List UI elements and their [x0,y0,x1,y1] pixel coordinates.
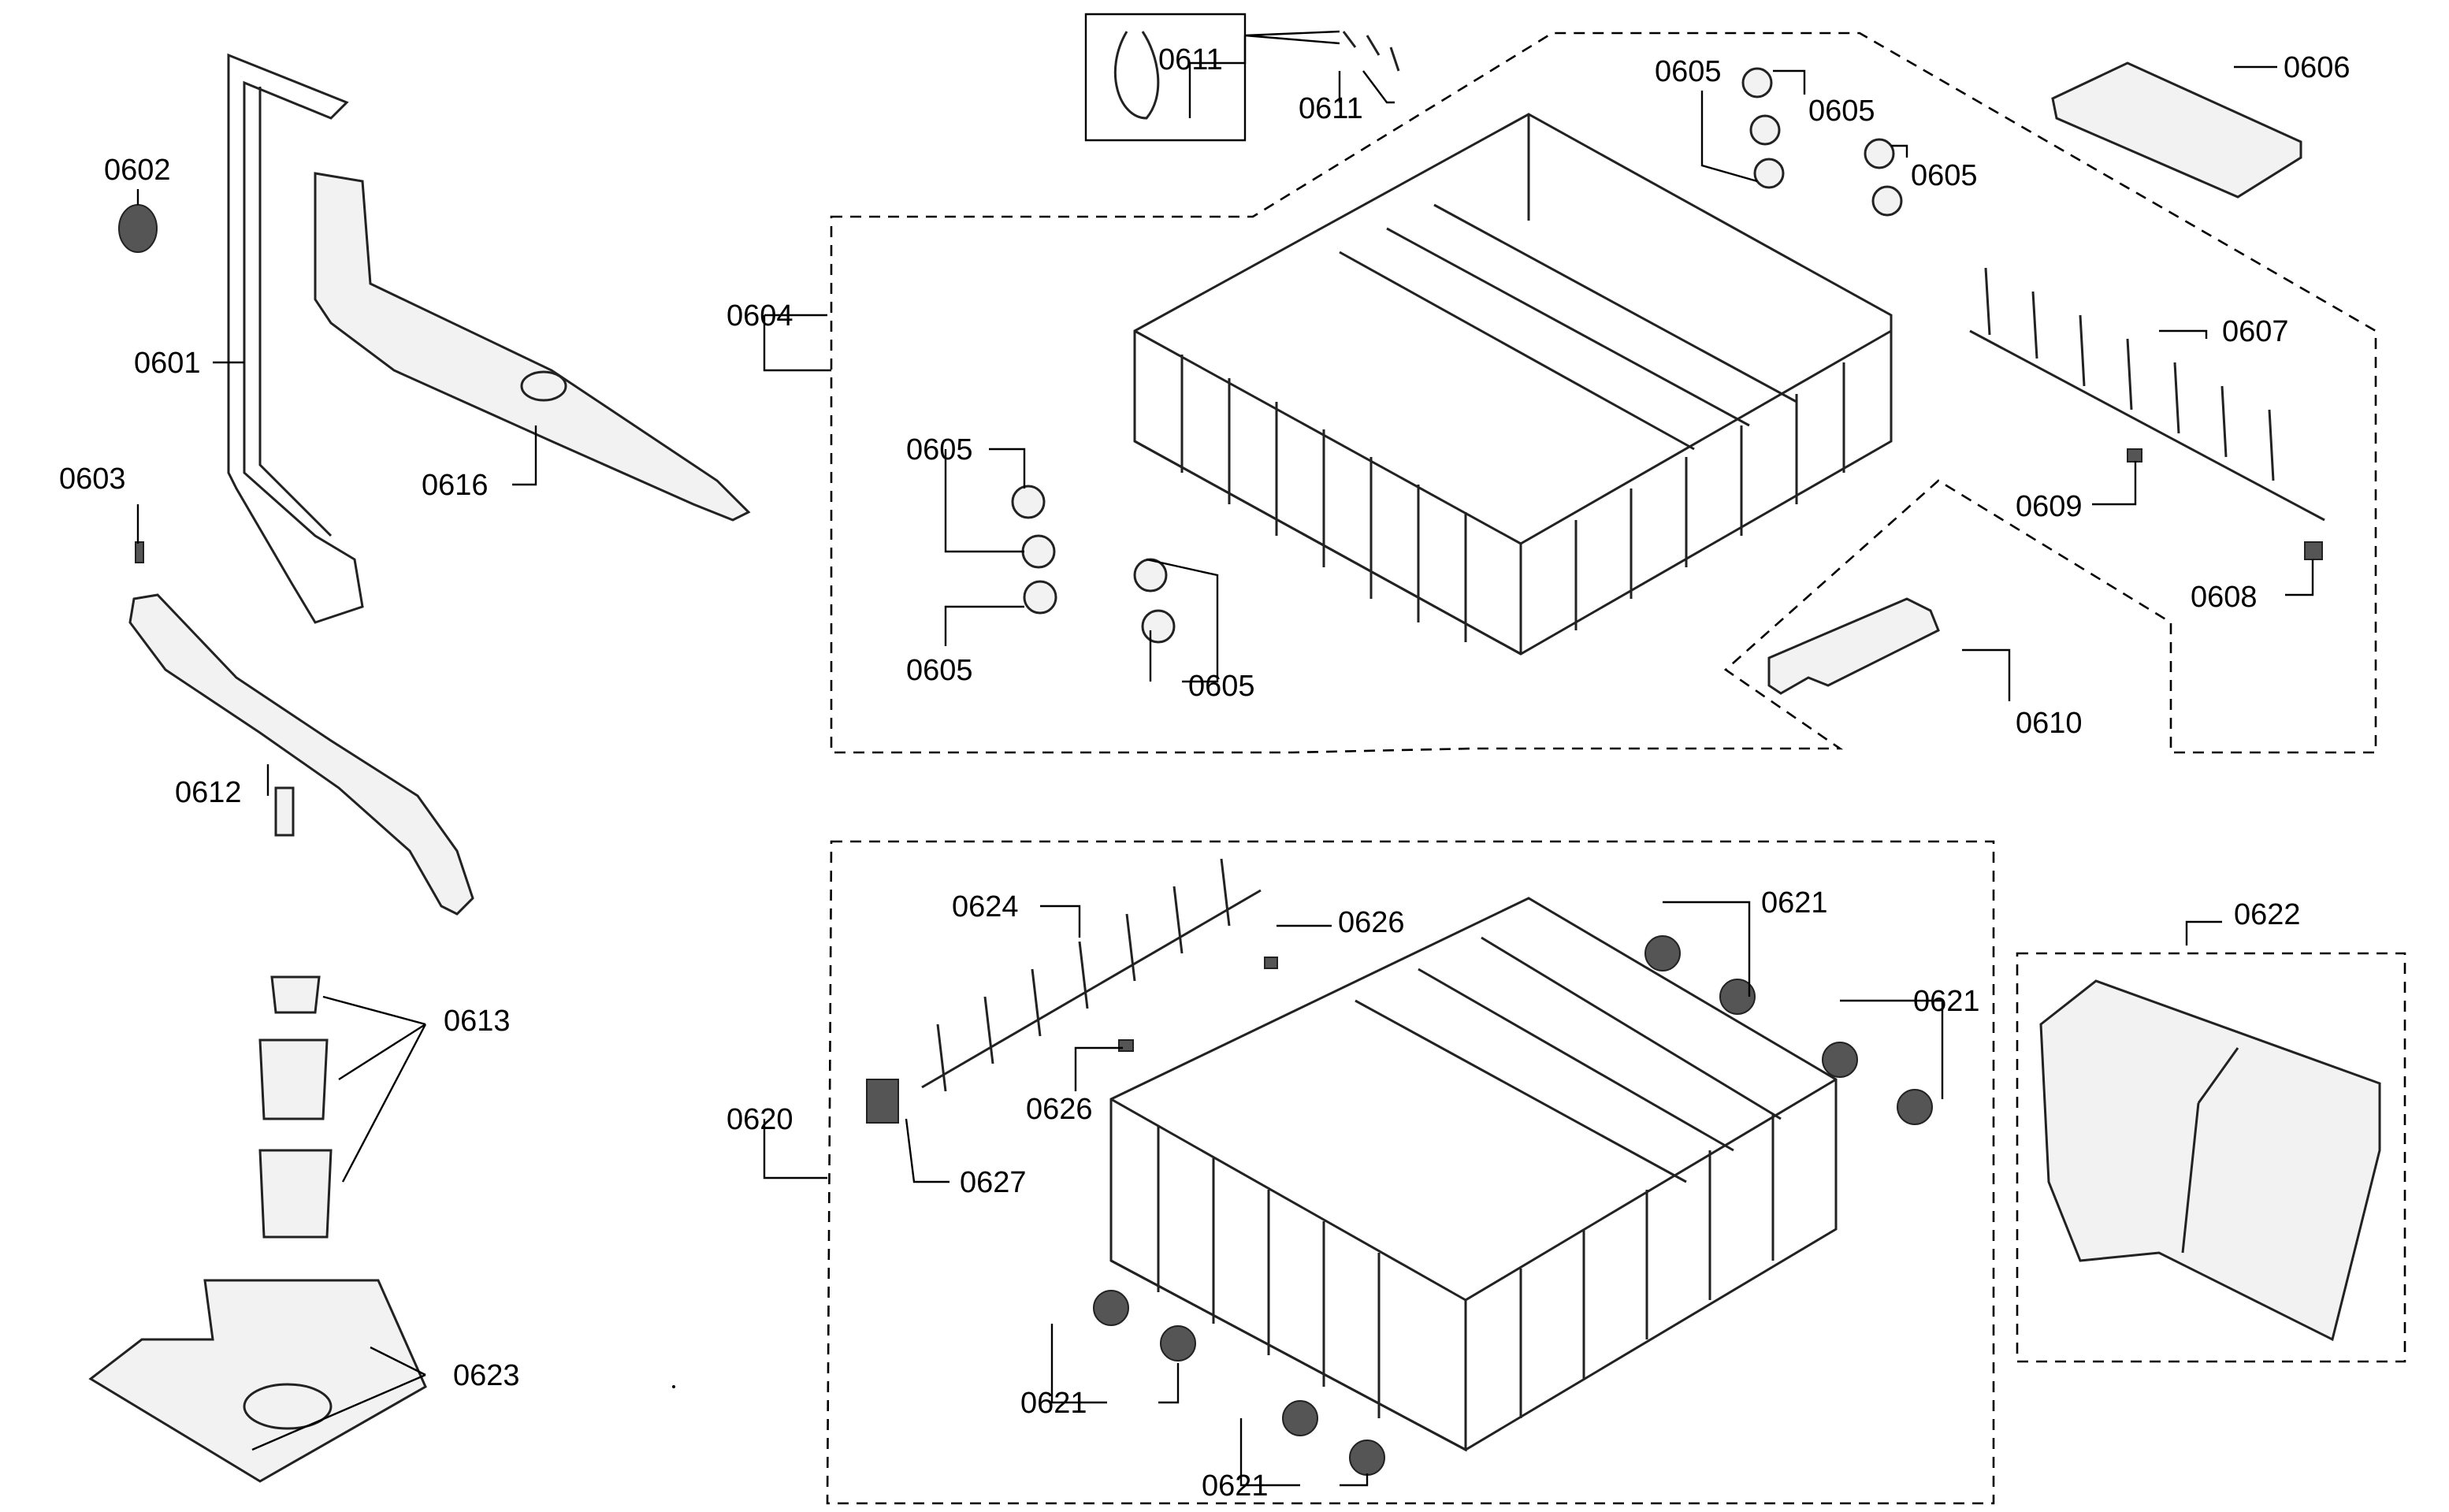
callout-0603: 0603 [59,463,126,496]
screw-part [135,541,144,563]
rack-handle-part [1767,597,1940,695]
rack-wheel-part [1282,1400,1318,1436]
rack-wheel-part [1160,1325,1196,1362]
tine-clip-part [2127,448,2142,463]
callout-0605-left-bottom: 0605 [906,654,973,687]
callout-0607: 0607 [2222,315,2289,348]
callout-0608: 0608 [2191,581,2258,614]
tine-row-part [1969,267,2325,522]
callout-0621-bottom-right: 0621 [1202,1469,1269,1503]
filter-bottom-part [258,1149,333,1239]
filter-mid-part [258,1038,329,1120]
callout-0610: 0610 [2016,707,2083,740]
clip-wire-part [1113,31,1160,120]
callout-0621-bottom-left: 0621 [1020,1387,1087,1420]
callout-0609: 0609 [2016,490,2083,523]
callout-0605-top-middle: 0605 [1808,95,1875,128]
tine-clip-part [2304,541,2323,560]
callout-0605-top-right: 0605 [1911,159,1978,192]
cutlery-basket-divider [2181,1047,2239,1254]
leader-lines [136,30,2314,1487]
rack-roller-part [1753,158,1785,189]
callout-0626-upper: 0626 [1338,906,1405,939]
rack-roller-part [1021,534,1056,569]
rack-wheel-part [1349,1440,1385,1476]
rack-roller-part [1023,580,1057,615]
callout-0604: 0604 [727,299,793,332]
rack-wheel-part [1822,1042,1858,1078]
cutlery-basket-part [2039,979,2381,1342]
callout-0601: 0601 [134,347,201,380]
callout-0613: 0613 [444,1005,511,1038]
small-clip-part [1342,31,1400,72]
rack-roller-part [1741,67,1773,98]
lower-spray-arm-part [128,593,474,916]
fold-tine-row-part [921,858,1262,1092]
rack-roller-part [1133,558,1168,593]
rack-wheel-part [1719,979,1756,1015]
rack-roller-part [1141,609,1176,644]
callout-0612: 0612 [175,776,242,809]
callout-0606: 0606 [2284,51,2351,84]
supply-pipe-part [227,53,364,624]
rack-wheel-part [1897,1089,1933,1125]
callout-0605-top-left: 0605 [1655,55,1722,88]
lower-rack-group-outline [826,840,1995,1505]
stray-dot [672,1385,675,1388]
callout-0605-left-top: 0605 [906,433,973,466]
tine-clip-part [1118,1039,1134,1052]
rack-roller-part [1871,185,1903,217]
rack-roller-part [1749,114,1781,146]
filter-top-part [270,975,321,1014]
callout-0611-lower: 0611 [1299,92,1363,125]
callout-0624: 0624 [952,890,1019,923]
callout-0621-top-right: 0621 [1913,985,1980,1018]
callout-0622: 0622 [2234,898,2301,931]
supply-pipe-inner [258,87,333,537]
upper-spray-arm-part [314,172,751,522]
spray-arm-hub [520,370,567,402]
cup-shelf-part [2051,61,2302,199]
upper-rack-group-outline [830,32,2377,754]
callout-0627: 0627 [960,1166,1027,1199]
clip-group-outline [1084,13,1247,142]
spray-arm-stem [274,786,295,837]
rack-wheel-part [1093,1290,1129,1326]
callout-0620: 0620 [727,1103,793,1136]
callout-0611-upper: 0611 [1158,43,1223,76]
sump-cover-part [88,1279,427,1483]
rack-roller-part [1864,138,1895,169]
filter-cap-part [118,204,158,253]
lower-rack-part [1109,897,1838,1452]
callout-0602: 0602 [104,154,171,187]
tine-clip-part [1264,957,1278,969]
callout-0605-center: 0605 [1188,670,1255,703]
callout-0626-lower: 0626 [1026,1093,1093,1126]
rack-wheel-part [1644,935,1681,971]
rack-roller-part [1011,485,1046,519]
sump-cover-hole [243,1383,333,1430]
callout-0621-top-left: 0621 [1761,886,1828,919]
callout-0616: 0616 [422,469,489,502]
rack-stop-part [866,1079,899,1124]
callout-0623: 0623 [453,1359,520,1392]
upper-rack-part [1133,113,1893,656]
cutlery-basket-group-outline [2016,952,2406,1363]
